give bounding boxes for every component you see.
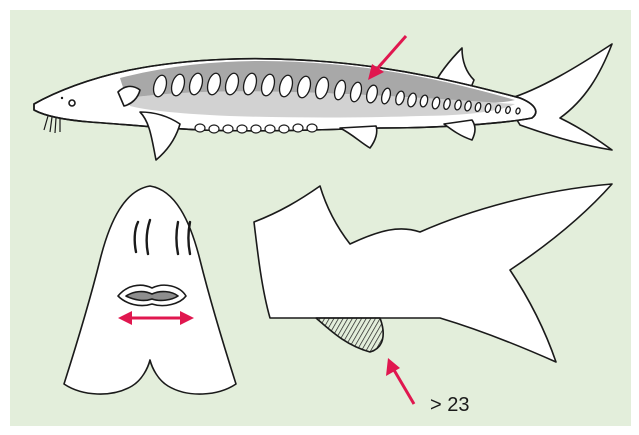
ventral-scutes <box>195 124 317 133</box>
eye <box>69 100 75 106</box>
anal-fin-arrow <box>386 358 414 404</box>
tail-section-outline <box>254 184 612 362</box>
fin-ray-count-label: > 23 <box>430 394 469 417</box>
pelvic-fin <box>340 126 377 148</box>
head-ventral-view <box>64 186 236 394</box>
anal-fin-hatched <box>316 318 383 352</box>
tail-section-view <box>254 184 612 404</box>
nostril <box>61 97 63 99</box>
sturgeon-side-view <box>34 36 612 160</box>
caudal-fin <box>505 44 612 150</box>
barbels <box>44 116 60 133</box>
anal-fin <box>444 120 475 140</box>
